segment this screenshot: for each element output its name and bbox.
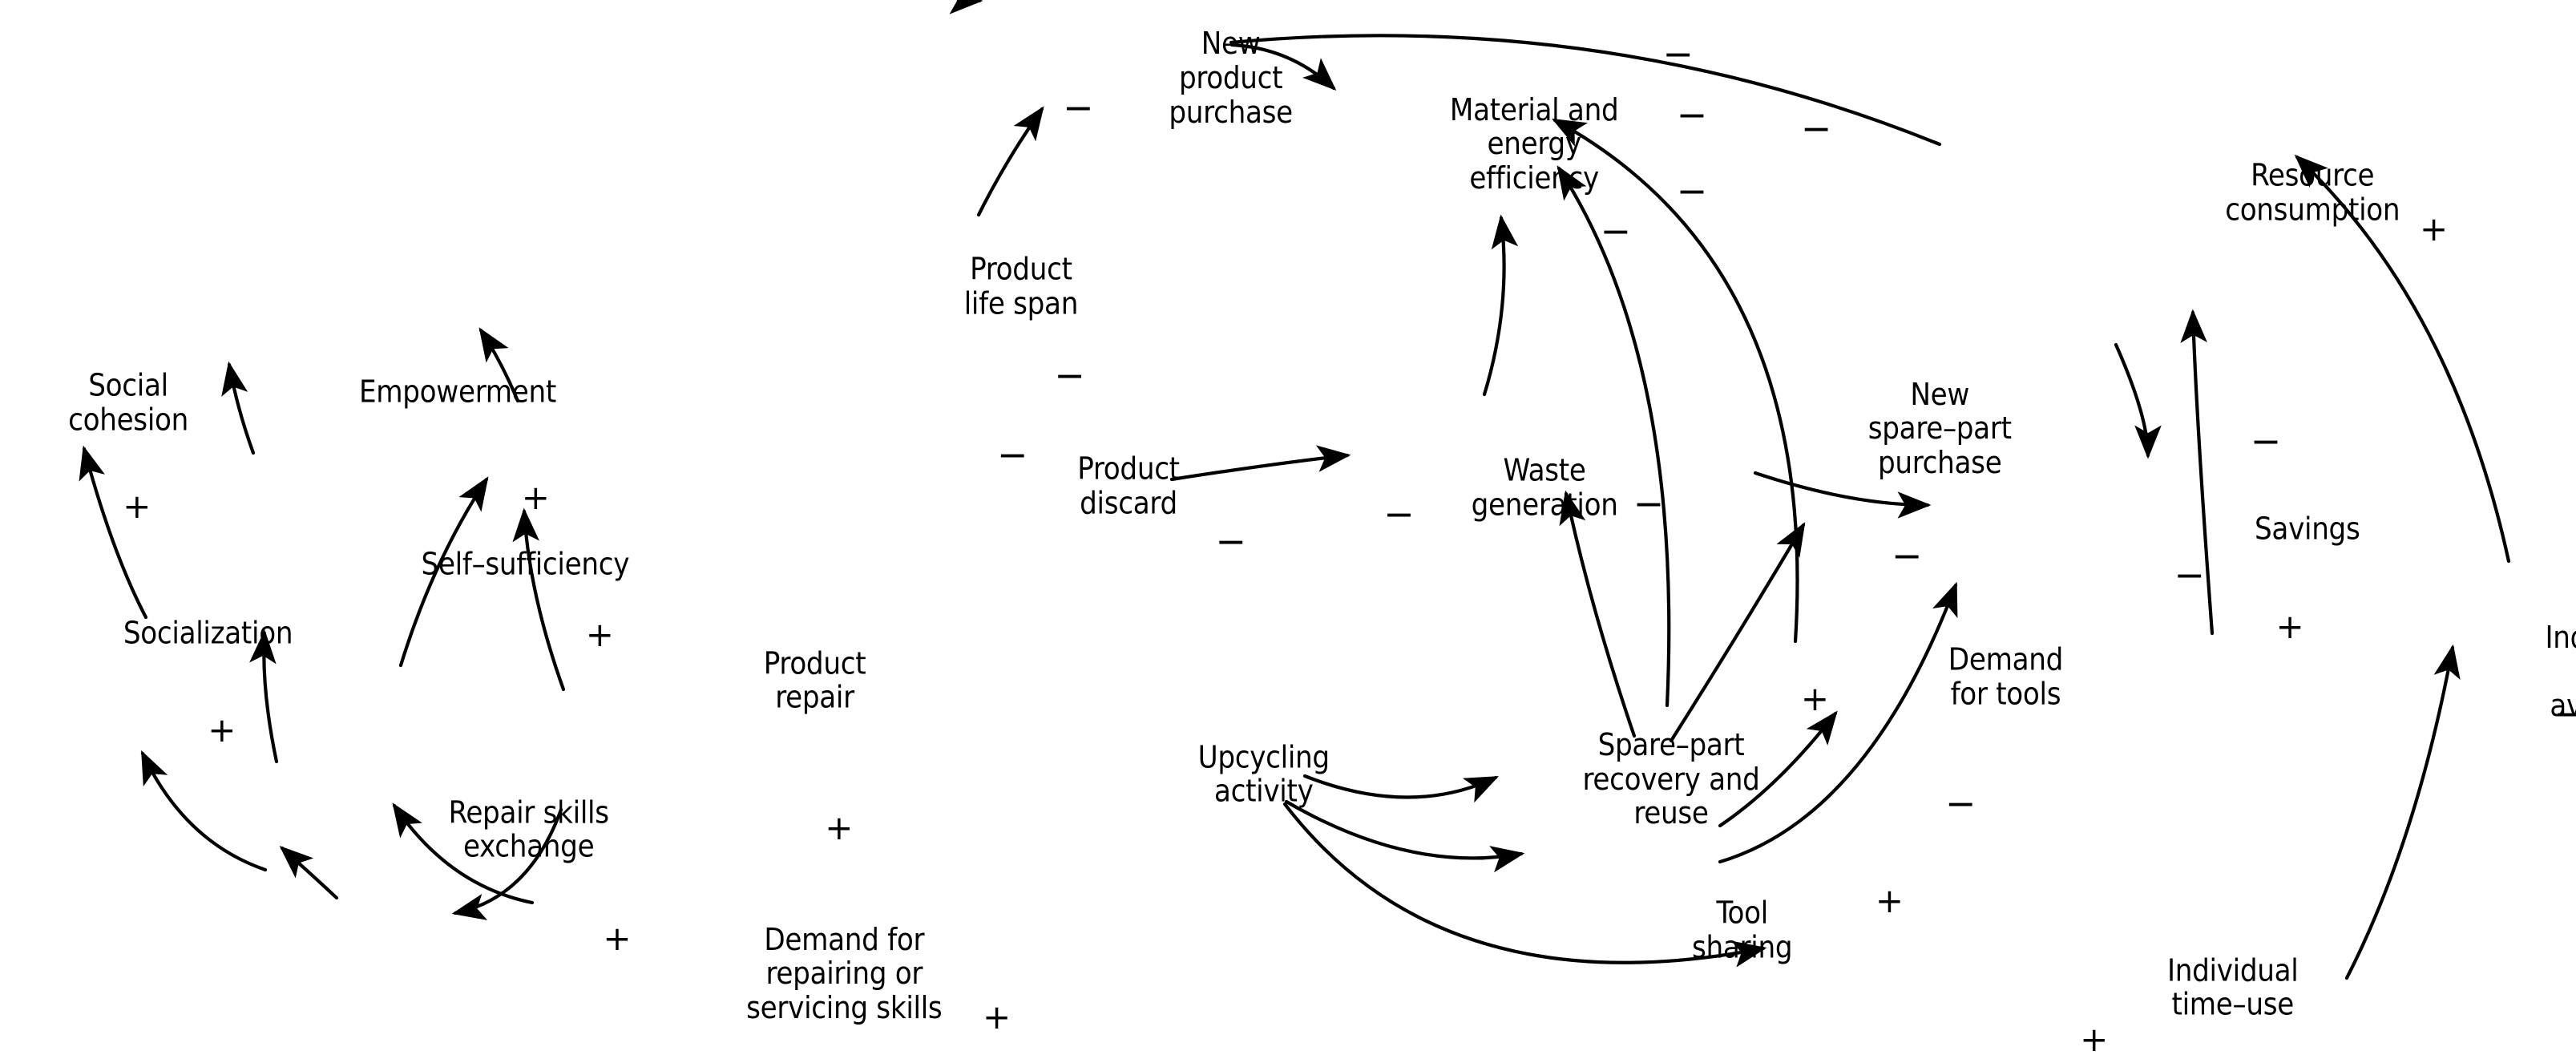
polarity-spare-part-recovery-efficiency: − [1676,169,1708,213]
polarity-demand-repair-product-repair: + [825,807,854,847]
polarity-time-use-time-available: − [2554,691,2576,735]
polarity-new-spare-part-savings: − [2174,552,2205,596]
edge-spare-part-recovery-to-waste-generation [1559,490,1637,738]
node-product-life-span[interactable]: Product life span [963,251,1079,321]
polarity-product-discard-life-span: − [1054,353,1085,397]
edge-upcycling-to-product-discard [512,507,566,692]
edge-upward-into-resource-consumption [2180,309,2215,636]
edge-demand-for-tools-to-efficiency [1552,118,1799,644]
polarity-life-span-new-product-purchase: − [1063,86,1094,130]
polarity-upcycling-product-discard: − [1215,519,1246,564]
polarity-spare-part-recovery-new-spare-part: − [1891,533,1923,577]
edge-socialization-to-social-cohesion [79,445,148,620]
node-product-discard[interactable]: Product discard [1077,451,1180,521]
edge-product-discard-to-waste-generation [1169,445,1351,482]
polarity-socialization-social-cohesion: + [123,487,151,527]
edge-upcycling-to-individual-time-use [1282,802,1767,968]
edge-tool-sharing-to-savings [1718,581,1958,864]
node-individual-time-available[interactable]: Individual time available [2545,620,2576,724]
polarity-product-discard-waste: − [1383,491,1415,536]
edge-waste-to-material-energy-efficiency [1482,214,1519,397]
edge-upcycling-to-tool-sharing [1284,799,1525,873]
edge-individual-time-use-to-time-available [2344,644,2461,980]
node-savings[interactable]: Savings [2255,511,2360,548]
node-new-product-purchase[interactable]: New product purchase [1169,26,1293,130]
polarity-time-available-resource: + [2420,208,2449,249]
node-self-sufficiency[interactable]: Self–sufficiency [421,546,630,582]
edge-spare-part-recovery-to-efficiency [1557,165,1671,708]
node-empowerment[interactable]: Empowerment [358,374,556,410]
polarity-product-repair-product-discard: − [996,433,1028,477]
edge-spare-part-recovery-to-new-spare-part [1669,522,1806,743]
polarity-repair-skills-self-sufficiency: + [585,615,614,655]
polarity-upcycling-demand-repair: + [983,996,1011,1037]
edge-life-span-to-purchase [976,106,1044,217]
polarity-demand-for-tools-efficiency: − [1676,92,1708,136]
node-socialization[interactable]: Socialization [123,615,293,651]
edge-demand-repair-to-repair-skills [279,845,339,900]
edge-self-sufficiency-to-empowerment [221,361,256,455]
node-resource-consumption[interactable]: Resource consumption [2225,157,2400,228]
polarity-new-product-purchase-efficiency: − [1662,32,1694,76]
polarity-resource-savings: − [2250,418,2282,463]
edge-new-spare-part-to-savings [1753,471,1932,519]
edge-new-product-purchase-to-efficiency [1229,42,1337,91]
edge-repair-skills-to-socialization [140,750,268,872]
node-demand-repairing-servicing-skills[interactable]: Demand for repairing or servicing skills [746,921,943,1025]
causal-loop-diagram: Social cohesion Empowerment Self–suffici… [68,0,2576,1056]
edge-tool-sharing-to-demand-for-tools [1718,710,1838,828]
polarity-upcycling-spare-part-recovery: + [1800,679,1830,719]
node-spare-part-recovery-and-reuse[interactable]: Spare–part recovery and reuse [1582,727,1760,831]
diagram-edges-canvas [79,0,2511,980]
edge-upcycling-to-demand-repair [451,807,563,920]
node-tool-sharing[interactable]: Tool sharing [1692,895,1793,965]
polarity-tool-sharing-demand-for-tools: − [1944,782,1976,826]
polarity-upcycling-individual-time-use: + [2080,1019,2109,1059]
node-material-and-energy-efficiency[interactable]: Material and energy efficiency [1449,91,1619,196]
edge-product-discard-to-product-life-span [478,327,520,403]
node-demand-for-tools[interactable]: Demand for tools [1948,641,2064,712]
edge-individual-time-available-to-resource-consumption [2294,154,2511,564]
polarity-self-sufficiency-empowerment: + [521,478,550,518]
edge-upcycling-to-spare-part-recovery [1302,774,1500,803]
edge-new-product-purchase-to-resource-consumption [1229,34,1942,147]
node-new-spare-part-purchase[interactable]: New spare–part purchase [1867,376,2012,481]
polarity-demand-repair-repair-skills: + [603,919,632,959]
edge-repair-skills-to-self-sufficiency [249,629,279,764]
edge-demand-repair-to-product-repair [392,802,535,905]
node-repair-skills-exchange[interactable]: Repair skills exchange [448,794,609,864]
edge-resource-consumption-to-savings [2114,342,2162,459]
polarity-tool-sharing-savings: + [2275,606,2304,646]
node-social-cohesion[interactable]: Social cohesion [68,367,189,438]
node-upcycling-activity[interactable]: Upcycling activity [1197,739,1330,809]
node-individual-time-use[interactable]: Individual time–use [2166,952,2299,1022]
edge-product-repair-to-product-discard [398,476,489,668]
polarity-upcycling-tool-sharing: + [1875,880,1904,920]
node-waste-generation[interactable]: Waste generation [1471,452,1618,523]
polarity-waste-efficiency: − [1600,208,1632,253]
polarity-spare-part-recovery-waste: − [1633,481,1665,525]
polarity-repair-skills-socialization: + [208,710,236,750]
node-product-repair[interactable]: Product repair [763,645,866,715]
polarity-new-product-purchase-resource: − [1800,107,1832,151]
